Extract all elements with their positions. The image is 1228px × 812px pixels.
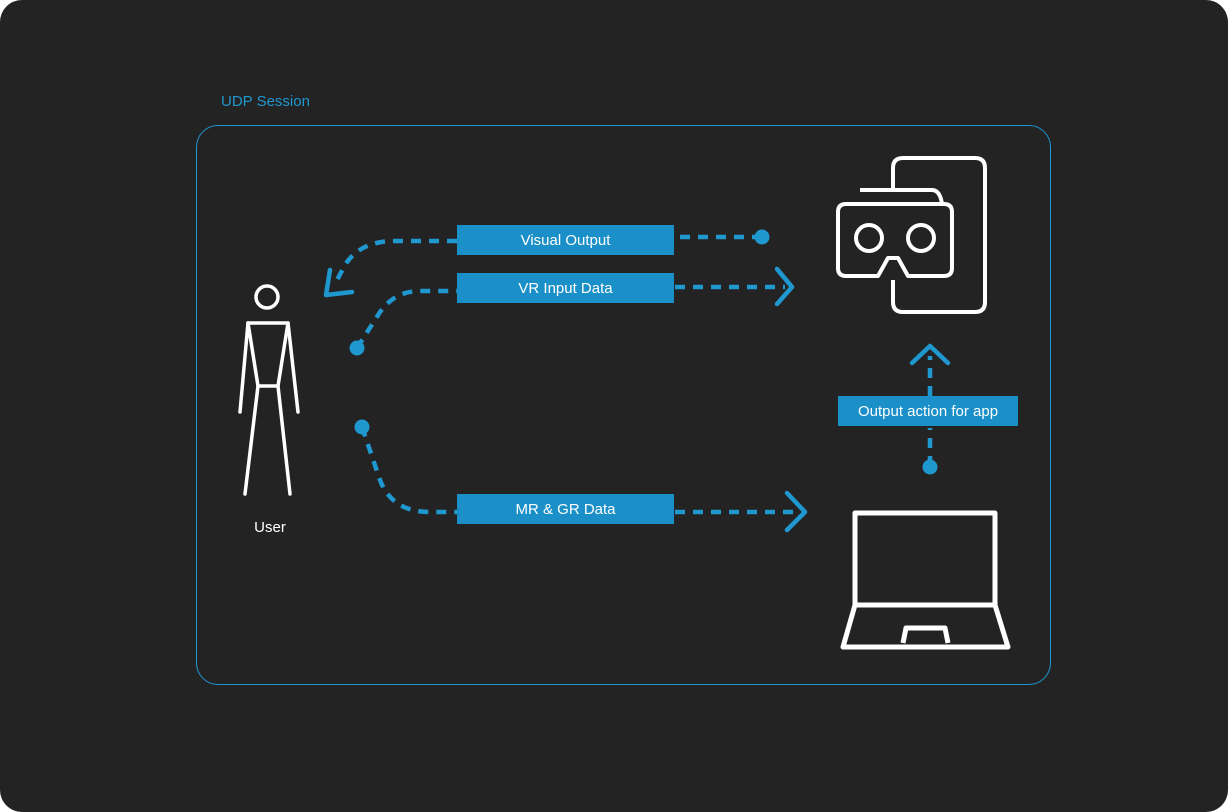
visual-output-source-dot bbox=[754, 229, 770, 245]
mr-gr-source-dot bbox=[354, 419, 370, 435]
vr-input-line bbox=[355, 288, 457, 350]
output-action-source-dot bbox=[922, 459, 938, 475]
user-label: User bbox=[254, 519, 286, 536]
person-icon bbox=[238, 284, 300, 496]
laptop-icon bbox=[840, 510, 1011, 650]
mr-gr-label: MR & GR Data bbox=[457, 494, 674, 524]
vr-input-arrowhead bbox=[774, 266, 795, 307]
visual-output-return-line bbox=[334, 238, 457, 284]
mr-gr-arrowhead bbox=[784, 490, 808, 533]
output-action-arrowhead bbox=[909, 343, 951, 366]
output-action-label: Output action for app bbox=[838, 396, 1018, 426]
vr-input-source-dot bbox=[349, 340, 365, 356]
visual-output-label: Visual Output bbox=[457, 225, 674, 255]
vr-input-label: VR Input Data bbox=[457, 273, 674, 303]
session-boundary bbox=[196, 125, 1051, 685]
session-title: UDP Session bbox=[221, 93, 310, 110]
visual-output-arrowhead bbox=[323, 267, 355, 298]
vr-headset-icon bbox=[836, 156, 987, 314]
mr-gr-line bbox=[359, 426, 457, 515]
